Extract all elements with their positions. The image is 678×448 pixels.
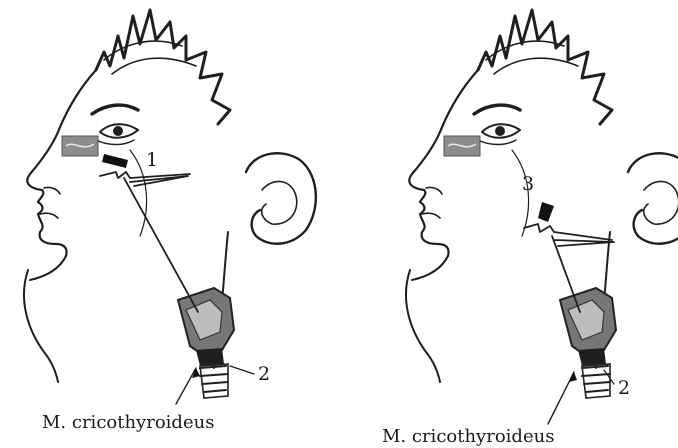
arrow-muscle-right bbox=[548, 372, 574, 424]
marker-number-left: 1 bbox=[146, 149, 158, 171]
left-panel: 1 2 M. cricothyroideus bbox=[24, 10, 316, 433]
right-panel: 3 2 M. cricothyroideus bbox=[382, 10, 678, 447]
larynx-number-left: 2 bbox=[258, 363, 270, 385]
larynx-number-right: 2 bbox=[618, 377, 630, 399]
leader-line-larynx-left bbox=[230, 366, 254, 374]
muscle-label-right: M. cricothyroideus bbox=[382, 426, 554, 447]
marker-number-right: 3 bbox=[522, 173, 534, 195]
arrow-muscle-left bbox=[176, 368, 196, 404]
electrode-marker-right bbox=[538, 202, 554, 222]
electrode-marker-left bbox=[102, 154, 128, 168]
head-illustration-left bbox=[24, 10, 316, 398]
muscle-label-left: M. cricothyroideus bbox=[42, 412, 214, 433]
needle-line-left bbox=[100, 172, 198, 312]
